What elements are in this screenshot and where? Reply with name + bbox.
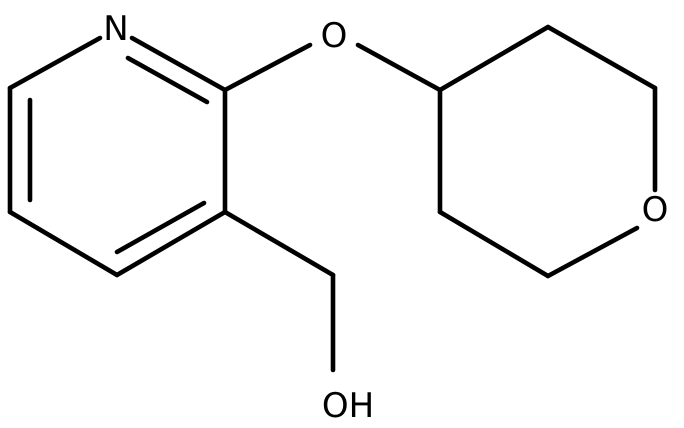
bond-c6p-c5p	[437, 209, 551, 279]
bond-n1-c2	[129, 35, 228, 93]
bond-n1-c2-inner	[125, 55, 210, 105]
bond-o-ether-c4prime	[355, 42, 443, 93]
bond-c3-c4-inner	[114, 200, 207, 255]
bond-c4-c5	[7, 209, 120, 278]
bond-c3-ch2	[222, 209, 336, 278]
bond-c4p-c3p	[437, 24, 551, 93]
atom-label-oh: OH	[322, 386, 374, 426]
atom-label-n: N	[103, 9, 128, 49]
bond-o-ring-c6p	[545, 225, 640, 279]
bond-c2-o-ether	[222, 42, 313, 93]
atom-label-o-ring: O	[642, 190, 669, 230]
bond-c3-c4	[114, 209, 228, 278]
bond-c3p-c2p	[545, 24, 658, 91]
bond-c6-n1	[7, 35, 103, 91]
atom-label-o-ether: O	[321, 16, 348, 56]
